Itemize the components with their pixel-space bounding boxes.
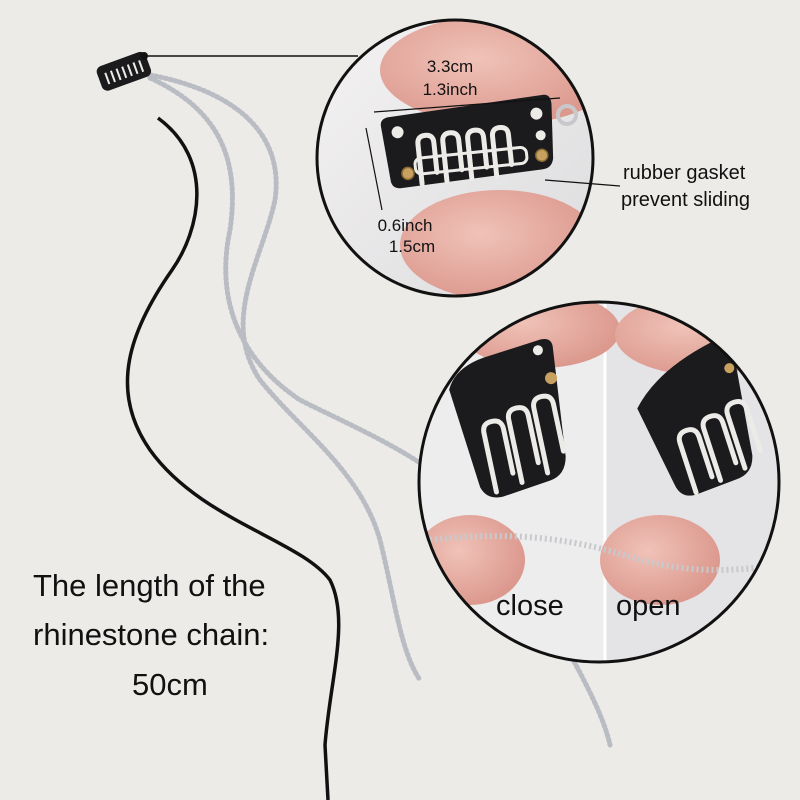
black-cord [125,116,341,800]
gasket-left [401,166,415,181]
small-clip [96,51,152,91]
callout-gasket-line2: prevent sliding [621,189,750,211]
dimension-length-cm: 3.3cm [426,57,474,76]
gasket-callout-line [544,179,621,187]
length-measure-line [373,97,561,113]
callout-gasket-line1: rubber gasket [623,162,746,184]
dimension-width-inch: 0.6inch [377,216,433,235]
label-open: open [616,590,681,622]
caption-chain-length: 50cm [132,667,208,702]
label-close: close [496,590,564,622]
gasket-right [535,148,549,163]
dimension-length-inch: 1.3inch [422,80,478,99]
caption-line1: The length of the [33,568,266,603]
dimension-width-cm: 1.5cm [388,237,436,256]
width-measure-line [365,127,383,211]
caption-line2: rhinestone chain: [33,617,270,652]
large-clip [380,94,554,189]
